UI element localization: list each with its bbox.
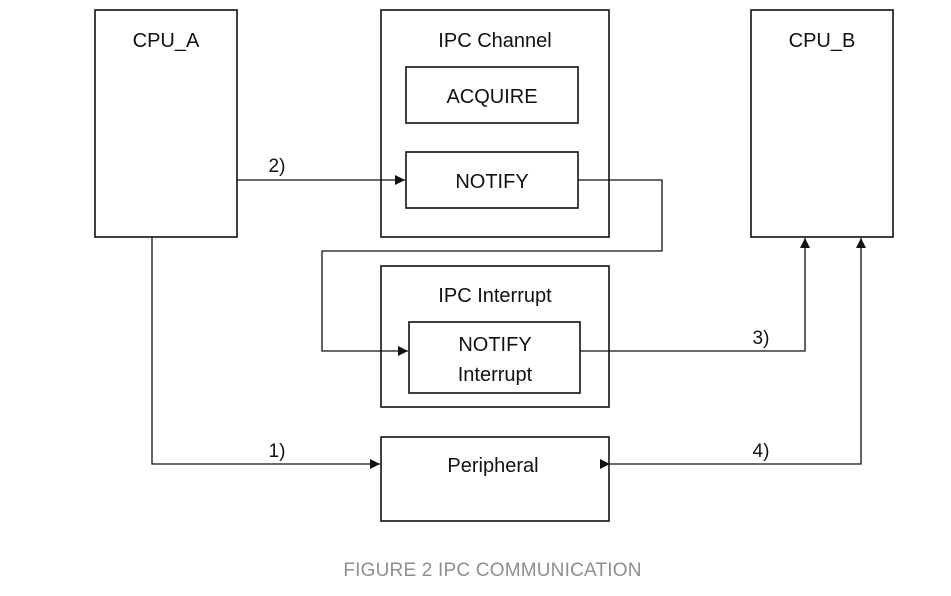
step-4-label: 4) <box>753 441 770 462</box>
peripheral-box <box>380 436 610 522</box>
step-3-arrow <box>580 238 810 352</box>
cpu-a-box <box>94 9 238 238</box>
figure-caption: FIGURE 2 IPC COMMUNICATION <box>343 560 642 581</box>
step-4-arrow <box>600 238 866 469</box>
cpu-b-block: CPU_B <box>750 9 894 238</box>
notify-interrupt-label-line2: Interrupt <box>458 364 533 386</box>
cpu-b-label: CPU_B <box>789 30 856 52</box>
ipc-interrupt-label: IPC Interrupt <box>438 285 552 307</box>
notify-route-connector <box>321 179 663 356</box>
peripheral-block: Peripheral <box>380 436 610 522</box>
step-4-connector: 4) <box>600 238 866 469</box>
notify-label: NOTIFY <box>455 171 528 193</box>
step-3-connector: 3) <box>580 238 810 352</box>
acquire-label: ACQUIRE <box>446 86 537 108</box>
step-2-connector: 2) <box>237 156 405 185</box>
notify-to-interrupt-arrow <box>321 179 663 356</box>
ipc-channel-block: IPC Channel ACQUIRE NOTIFY <box>380 9 610 238</box>
step-1-arrow <box>151 237 380 469</box>
ipc-interrupt-block: IPC Interrupt NOTIFY Interrupt <box>380 265 610 408</box>
step-2-label: 2) <box>269 156 286 177</box>
cpu-b-box <box>750 9 894 238</box>
peripheral-label: Peripheral <box>447 455 538 477</box>
notify-interrupt-label-line1: NOTIFY <box>458 334 531 356</box>
cpu-a-block: CPU_A <box>94 9 238 238</box>
ipc-channel-label: IPC Channel <box>438 30 551 52</box>
step-1-label: 1) <box>269 441 286 462</box>
notify-interrupt-box <box>408 321 581 394</box>
cpu-a-label: CPU_A <box>133 30 200 52</box>
acquire-box <box>405 66 579 124</box>
step-3-label: 3) <box>753 328 770 349</box>
step-1-connector: 1) <box>151 237 380 469</box>
